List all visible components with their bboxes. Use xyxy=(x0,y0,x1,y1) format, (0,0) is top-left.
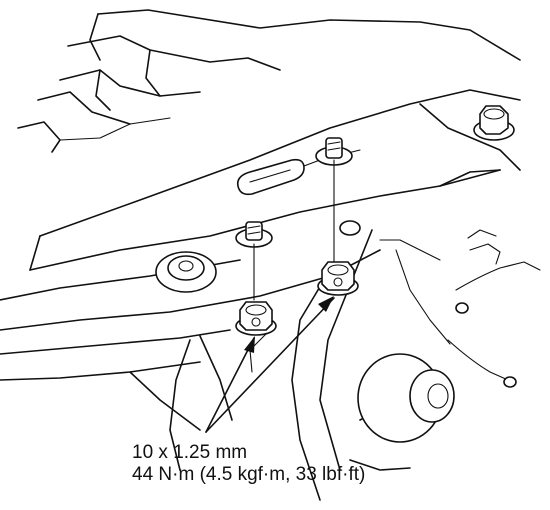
torque-spec-label: 44 N·m (4.5 kgf·m, 33 lbf·ft) xyxy=(132,464,366,485)
lower-control-arm xyxy=(291,229,455,501)
stud-bolt-icon xyxy=(235,221,273,301)
flange-nut-icon xyxy=(473,105,515,141)
flange-nut-icon xyxy=(317,261,359,296)
leader-arrow-icon xyxy=(205,296,335,433)
sensor-wire xyxy=(447,229,541,388)
subframe-crossmember xyxy=(0,89,521,431)
stud-bolt-icon xyxy=(315,137,353,263)
thread-spec-label: 10 x 1.25 mm xyxy=(132,442,248,463)
flange-nut-icon xyxy=(235,301,277,336)
upper-bracket xyxy=(17,9,521,153)
